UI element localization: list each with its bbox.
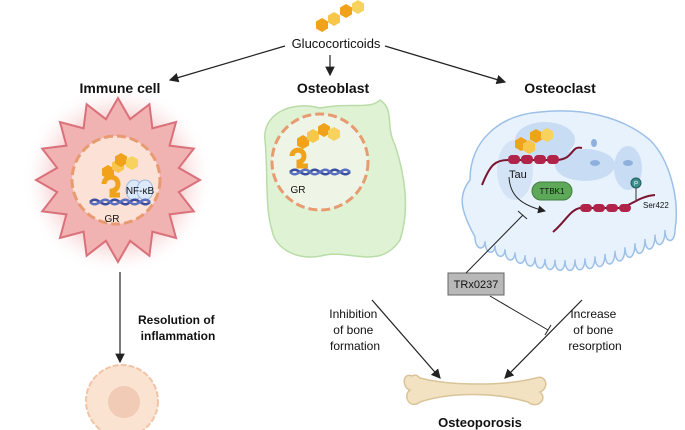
- osteoporosis-label: Osteoporosis: [438, 415, 522, 430]
- gr-label: GR: [105, 214, 120, 225]
- immune-cell: NF-κB GR: [22, 84, 214, 276]
- inhibition-lines: [465, 210, 552, 336]
- osteoblast-title: Osteoblast: [297, 80, 370, 96]
- increase-text: Increase of bone resorption: [568, 307, 621, 353]
- phospho-label: P: [634, 182, 638, 188]
- glucocorticoid-arrows: [168, 45, 507, 85]
- glucocorticoid-molecule-icon: [316, 0, 364, 32]
- ttbk1-label: TTBK1: [540, 187, 565, 196]
- osteoblast-cell: GR: [264, 99, 407, 258]
- immune-cell-title: Immune cell: [80, 80, 161, 96]
- osteoblast-gr-label: GR: [291, 185, 306, 196]
- resolved-immune-cell: [85, 364, 159, 430]
- gr-receptor-icon: [101, 174, 121, 198]
- increase-arrow: [504, 299, 583, 379]
- osteoclast-title: Osteoclast: [524, 80, 596, 96]
- inhibition-arrow: [371, 299, 441, 379]
- tau-label: Tau: [509, 169, 527, 181]
- glucocorticoids-label: Glucocorticoids: [292, 36, 381, 51]
- nfkb-label: NF-κB: [126, 186, 155, 197]
- trx0237-label: TRx0237: [454, 279, 499, 291]
- ttbk1-enzyme: [531, 181, 573, 201]
- trx0237-box: [447, 272, 505, 296]
- osteoclast-cell: Tau TTBK1 P Ser422: [461, 110, 677, 272]
- inhibition-text: Inhibition of bone formation: [329, 307, 380, 353]
- bone-icon: [403, 374, 547, 406]
- ser422-label: Ser422: [643, 201, 669, 210]
- resolution-text: Resolution of inflammation: [138, 313, 218, 343]
